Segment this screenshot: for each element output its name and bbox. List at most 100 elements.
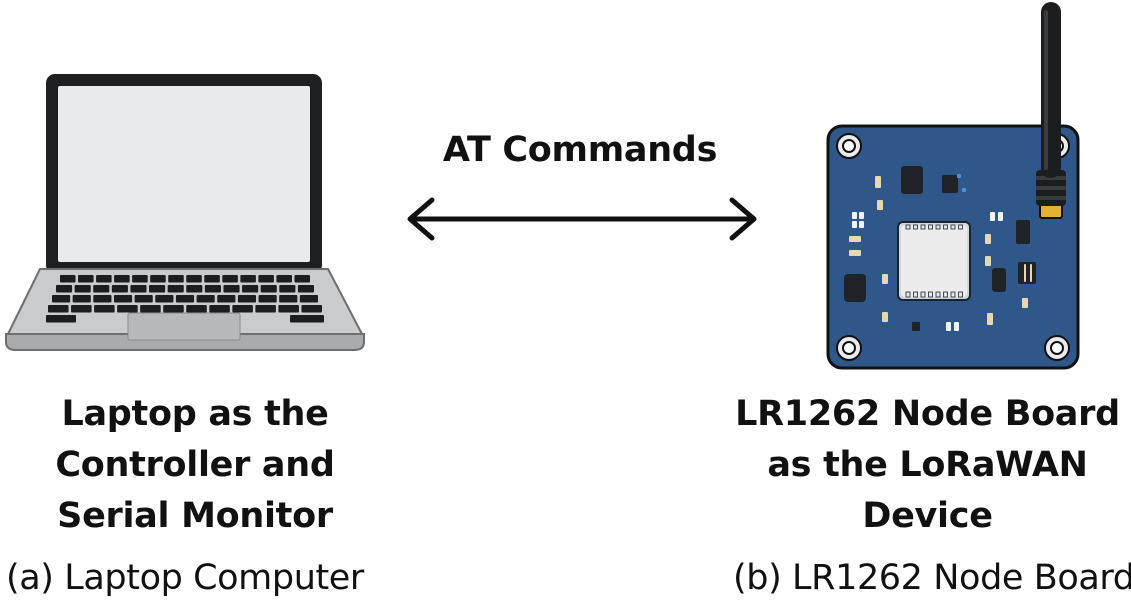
laptop-key [93, 295, 112, 303]
laptop-key [223, 285, 240, 293]
laptop-key [260, 285, 277, 293]
connector-label: AT Commands [442, 130, 718, 170]
board-caption-line: Device [862, 496, 993, 536]
smd-part [954, 322, 959, 331]
module-pad [913, 291, 918, 298]
module-pad [920, 224, 926, 230]
module-pad [928, 224, 933, 230]
module-pad [958, 291, 963, 298]
laptop-caption-line: Laptop as the [61, 394, 329, 434]
laptop-key [46, 315, 76, 323]
laptop-key [111, 285, 128, 293]
laptop-screen [58, 86, 310, 262]
smd-part [987, 313, 993, 325]
laptop-key [222, 275, 238, 283]
smd-part [859, 221, 864, 228]
smd-part [852, 212, 857, 219]
smd-components [849, 174, 1032, 331]
laptop-key [301, 305, 322, 313]
laptop-key [297, 285, 314, 293]
smd-part [852, 221, 857, 228]
laptop-key [48, 305, 69, 313]
laptop-key [71, 305, 92, 313]
laptop-caption-line: Controller and [55, 445, 335, 485]
laptop-key [74, 285, 91, 293]
ic-chip [1018, 262, 1036, 284]
ic-chip-small [942, 175, 958, 193]
module-pad [905, 291, 911, 298]
module-pad [913, 224, 918, 230]
smd-part [859, 212, 864, 219]
smd-part [1024, 264, 1026, 282]
laptop-key [294, 275, 310, 283]
laptop-key [114, 275, 130, 283]
laptop-key [56, 285, 73, 293]
ic-chip [992, 268, 1006, 292]
arrow-right-head [729, 197, 757, 241]
laptop-key [186, 305, 207, 313]
board-caption: LR1262 Node Board as the LoRaWAN Device [730, 389, 1125, 542]
laptop-trackpad [127, 312, 241, 341]
laptop-key [255, 305, 276, 313]
smd-part [990, 212, 995, 221]
smd-part [962, 188, 966, 192]
module-pad [905, 224, 911, 230]
laptop-base-edge [5, 333, 365, 351]
smd-part [946, 322, 951, 331]
laptop-key [149, 285, 166, 293]
laptop-key [72, 295, 91, 303]
laptop-key [175, 295, 195, 303]
smd-part [849, 236, 861, 242]
laptop-key [134, 295, 153, 303]
laptop-key [186, 275, 202, 283]
laptop-key [240, 275, 256, 283]
laptop-key [204, 285, 221, 293]
laptop-key [60, 275, 76, 283]
laptop-key [113, 295, 133, 303]
laptop-key [78, 275, 94, 283]
ic-chip [1016, 220, 1030, 244]
module-pad [943, 291, 948, 298]
laptop-key [242, 285, 259, 293]
module-pad [958, 224, 963, 230]
smd-part [882, 312, 888, 322]
laptop-key [150, 275, 166, 283]
ic-chip [844, 274, 866, 302]
laptop-key [217, 295, 236, 303]
smd-part [998, 212, 1003, 221]
module-pad [920, 291, 926, 298]
laptop-key [258, 275, 274, 283]
laptop-caption: Laptop as the Controller and Serial Moni… [20, 389, 370, 542]
smd-part [985, 256, 991, 266]
module-pad [950, 224, 956, 230]
laptop-subcaption: (a) Laptop Computer [6, 558, 364, 598]
laptop-key [299, 295, 318, 303]
laptop-key [117, 305, 138, 313]
laptop-key [290, 315, 324, 323]
smd-part [1022, 298, 1028, 308]
laptop-key [276, 275, 292, 283]
laptop-key [94, 305, 115, 313]
board-caption-line: LR1262 Node Board [735, 394, 1120, 434]
laptop-caption-line: Serial Monitor [57, 496, 333, 536]
laptop-key [155, 295, 174, 303]
laptop-key [232, 305, 253, 313]
laptop-key [52, 295, 71, 303]
laptop-key [186, 285, 203, 293]
laptop-key [163, 305, 184, 313]
board-subcaption: (b) LR1262 Node Board [733, 558, 1131, 598]
smd-part [912, 322, 920, 331]
smd-part [1030, 264, 1032, 282]
laptop-key [93, 285, 110, 293]
laptop-key [279, 295, 298, 303]
smd-part [957, 174, 961, 178]
module-pad [950, 291, 956, 298]
laptop-key [167, 285, 184, 293]
ic-chip [901, 166, 923, 194]
laptop-key [168, 275, 184, 283]
laptop-key [258, 295, 277, 303]
laptop-keyboard [46, 275, 324, 323]
laptop-key [279, 285, 296, 293]
laptop-key [96, 275, 112, 283]
smd-part [882, 274, 888, 284]
